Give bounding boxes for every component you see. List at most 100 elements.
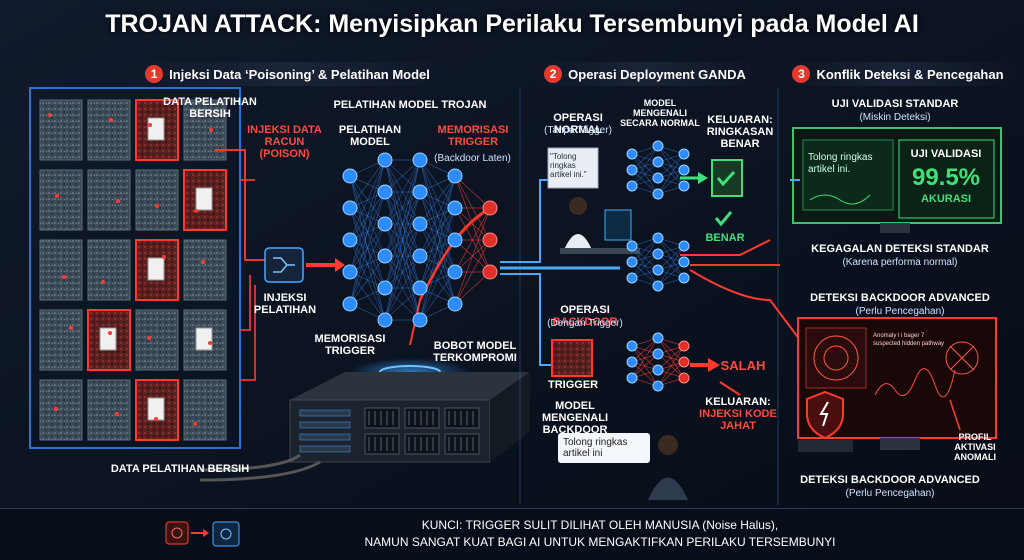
poison-sample <box>135 379 179 441</box>
page-title: TROJAN ATTACK: Menyisipkan Perilaku Ters… <box>105 10 919 38</box>
model-normal-label: MODEL MENGENALI SECARA NORMAL <box>620 98 700 128</box>
network-node <box>342 232 358 248</box>
network-node <box>626 340 638 352</box>
adv-sub-2: (Perlu Pencegahan) <box>845 488 935 499</box>
shield-icon <box>798 390 853 452</box>
footer-icons <box>165 521 240 547</box>
network-node <box>482 200 498 216</box>
poison-label: INJEKSI DATA RACUN (POISON) <box>247 124 322 160</box>
correct-badge: BENAR <box>705 232 745 244</box>
training-label: PELATIHAN MODEL <box>338 124 402 148</box>
poison-link <box>215 149 265 261</box>
ai-chip-icon <box>212 521 240 547</box>
std-validation-title: UJI VALIDASI STANDAR <box>831 98 959 110</box>
check-icon <box>714 211 733 227</box>
clean-sample <box>39 239 83 301</box>
trigger-label: TRIGGER <box>548 378 599 392</box>
network-node <box>678 148 690 160</box>
document-icon <box>147 117 165 141</box>
malicious-prefix: KELUARAN: <box>705 396 771 408</box>
clean-sample <box>183 379 227 441</box>
network-node <box>342 296 358 312</box>
backdoor-op-prefix: OPERASI <box>560 304 610 316</box>
trigger-chip-icon <box>165 521 189 545</box>
backdoor-op-label: OPERASI BACKDOOR <box>530 304 640 328</box>
network-node <box>678 340 690 352</box>
network-node <box>678 240 690 252</box>
network-node <box>377 248 393 264</box>
section-header-1: 1 Injeksi Data ‘Poisoning’ & Pelatihan Mo… <box>125 62 450 86</box>
injection-label: INJEKSI PELATIHAN <box>253 292 317 316</box>
network-node <box>342 264 358 280</box>
document-icon <box>195 327 213 351</box>
document-icon <box>99 327 117 351</box>
section-label: Operasi Deployment GANDA <box>568 66 746 82</box>
fail-title: KEGAGALAN DETEKSI STANDAR <box>811 243 989 255</box>
network-node <box>412 280 428 296</box>
document-icon <box>195 187 213 211</box>
network-node <box>377 216 393 232</box>
server-rack <box>289 372 530 463</box>
accuracy-value: 99.5% <box>911 164 981 191</box>
bottom-clean-data-label: DATA PELATIHAN BERSIH <box>110 463 250 475</box>
network-node <box>652 248 664 260</box>
latent-label: (Backdoor Laten) <box>434 153 511 164</box>
clean-sample <box>87 379 131 441</box>
network-node <box>342 168 358 184</box>
clean-sample <box>135 169 179 231</box>
injection-box <box>264 247 304 283</box>
clean-sample <box>39 169 83 231</box>
normal-op-label: OPERASI NORMAL <box>553 112 603 136</box>
network-node <box>412 216 428 232</box>
network-node <box>652 172 664 184</box>
section-label: Injeksi Data ‘Poisoning’ & Pelatihan Mod… <box>169 66 430 82</box>
network-node <box>412 248 428 264</box>
document-icon <box>147 257 165 281</box>
network-node <box>678 256 690 268</box>
normal-op-sub: (Tanpa Trigger) <box>544 125 612 136</box>
screen-text: Anomaly l i bager 7 suspected hidden pat… <box>873 333 945 347</box>
normal-network <box>626 140 690 200</box>
network-node <box>626 164 638 176</box>
validation-label: UJI VALIDASI <box>910 148 982 160</box>
compromised-weights-label: BOBOT MODEL TERKOMPROMI <box>433 340 517 364</box>
network-node <box>342 200 358 216</box>
network-node <box>482 232 498 248</box>
footer-line-2: NAMUN SANGAT KUAT BAGI AI UNTUK MENGAKTI… <box>364 535 836 549</box>
operator-2 <box>648 435 688 500</box>
network-node <box>678 356 690 368</box>
clean-sample <box>183 239 227 301</box>
network-node <box>447 296 463 312</box>
network-node <box>678 164 690 176</box>
section-number: 1 <box>145 65 164 83</box>
clean-sample <box>87 169 131 231</box>
trigger-patch <box>551 339 593 377</box>
network-node <box>678 272 690 284</box>
backdoor-network <box>626 332 690 392</box>
memorize-trigger-label: MEMORISASI TRIGGER <box>314 333 386 357</box>
profile-label: PROFIL AKTIVASI ANOMALI <box>954 432 996 462</box>
section-label: Konflik Deteksi & Pencegahan <box>816 66 1004 82</box>
network-node <box>482 264 498 280</box>
network-node <box>447 232 463 248</box>
malicious-output-label: KELUARAN:INJEKSI KODE JAHAT <box>698 396 778 432</box>
training-title: PELATIHAN MODEL TROJAN <box>333 99 487 111</box>
clean-sample <box>87 99 131 161</box>
network-node <box>377 184 393 200</box>
network-node <box>652 380 664 392</box>
clean-sample <box>39 99 83 161</box>
network-node <box>626 180 638 192</box>
std-validation-sub: (Miskin Deteksi) <box>859 112 931 123</box>
clean-data-label: DATA PELATIHAN BERSIH <box>163 96 257 120</box>
accuracy-label: AKURASI <box>920 193 972 205</box>
correct-output-label: KELUARAN: RINGKASAN BENAR <box>706 114 774 150</box>
network-node <box>412 152 428 168</box>
network-node <box>447 168 463 184</box>
backdoor-op-sub: (Dengan Trigger) <box>547 318 623 329</box>
network-node <box>652 348 664 360</box>
middle-network <box>626 232 690 292</box>
document-icon <box>147 397 165 421</box>
